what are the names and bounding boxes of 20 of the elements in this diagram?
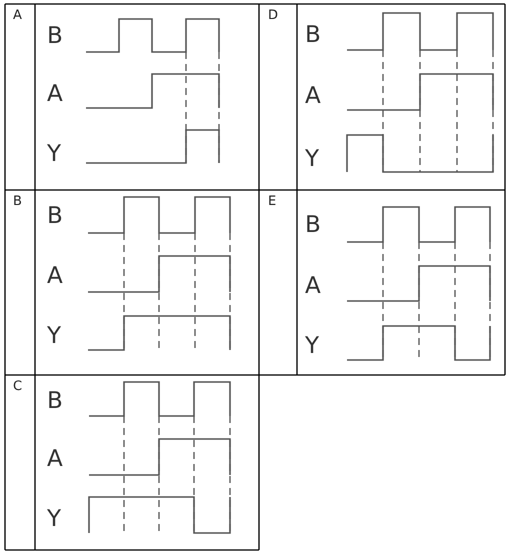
signal-name: B bbox=[305, 214, 321, 237]
signal-name: Y bbox=[47, 143, 62, 166]
option-letter: E bbox=[268, 195, 276, 208]
signal-name: A bbox=[47, 448, 63, 471]
signal-name: A bbox=[305, 85, 321, 108]
option-letter: B bbox=[13, 195, 22, 208]
signal-name: Y bbox=[305, 335, 320, 358]
signal-name: B bbox=[47, 205, 63, 228]
signal-name: B bbox=[47, 25, 63, 48]
signal-name: Y bbox=[47, 325, 62, 348]
signal-name: A bbox=[305, 275, 321, 298]
signal-name: A bbox=[47, 83, 63, 106]
signal-name: B bbox=[305, 24, 321, 47]
signal-name: A bbox=[47, 265, 63, 288]
option-letter: A bbox=[13, 9, 22, 22]
signal-name: Y bbox=[305, 148, 320, 171]
signal-name: B bbox=[47, 390, 63, 413]
option-letter: C bbox=[13, 380, 22, 393]
signal-name: Y bbox=[47, 508, 62, 531]
option-letter: D bbox=[268, 9, 278, 22]
